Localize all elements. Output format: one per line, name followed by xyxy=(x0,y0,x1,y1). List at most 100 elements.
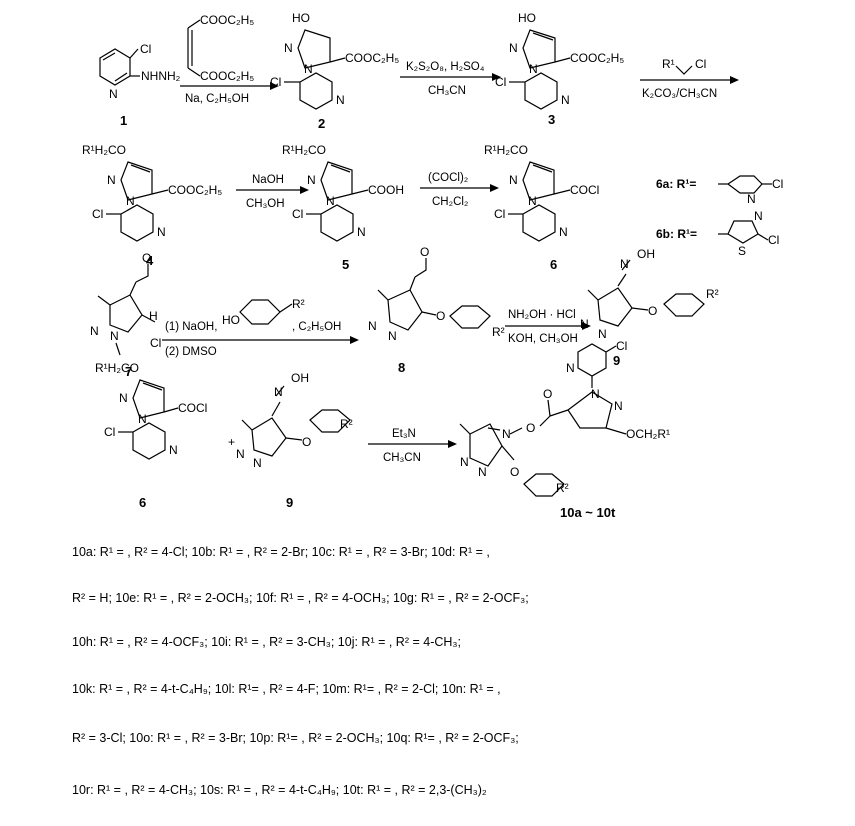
svg-text:Cl: Cl xyxy=(495,75,506,89)
svg-text:COCl: COCl xyxy=(570,183,599,197)
definition-6a: 6a: R¹= N Cl xyxy=(656,175,783,206)
plus-sign: + xyxy=(228,435,235,449)
svg-text:N: N xyxy=(509,41,518,55)
svg-text:R¹H₂CO: R¹H₂CO xyxy=(82,143,126,157)
svg-text:Cl: Cl xyxy=(92,207,103,221)
compound-9: OH N N N O R² 9 xyxy=(580,247,719,368)
svg-text:N: N xyxy=(502,427,511,441)
compound-9-reagent: OH N N N O R² 9 xyxy=(236,371,353,510)
svg-text:O: O xyxy=(302,435,311,449)
condition-step7a: NH₂OH · HCl xyxy=(508,309,576,321)
svg-text:R²: R² xyxy=(292,297,305,311)
svg-text:Cl: Cl xyxy=(616,339,627,353)
legend-line-5: R² = 3-Cl; 10o: R¹ = , R² = 3-Br; 10p: R… xyxy=(72,731,519,745)
svg-text:N: N xyxy=(110,329,119,343)
svg-text:N: N xyxy=(368,319,377,333)
svg-text:6: 6 xyxy=(550,257,557,272)
svg-text:OCH₂R¹: OCH₂R¹ xyxy=(626,427,670,441)
legend-line-6: 10r: R¹ = , R² = 4-CH₃; 10s: R¹ = , R² =… xyxy=(72,783,487,797)
svg-text:8: 8 xyxy=(398,360,405,375)
compound-8: O N N O R² 8 xyxy=(368,245,505,375)
svg-text:O: O xyxy=(420,245,429,259)
svg-text:COOH: COOH xyxy=(368,183,404,197)
svg-text:COOC₂H₅: COOC₂H₅ xyxy=(200,69,254,83)
legend-line-2: R² = H; 10e: R¹ = , R² = 2-OCH₃; 10f: R¹… xyxy=(72,591,529,605)
compound-10: N Cl N N OCH₂R¹ O O N N N O R² 10a ~ 10t xyxy=(459,339,670,520)
svg-text:N: N xyxy=(326,194,335,208)
alkyl-chloride: R¹ Cl xyxy=(662,57,706,75)
svg-text:Cl: Cl xyxy=(150,336,161,350)
svg-text:R¹H₂CO: R¹H₂CO xyxy=(282,143,326,157)
svg-text:N: N xyxy=(236,447,245,461)
svg-text:7: 7 xyxy=(125,364,132,379)
svg-text:N: N xyxy=(614,399,623,413)
compound-5: R¹H₂CO N N COOH Cl N 5 xyxy=(282,143,404,272)
svg-text:O: O xyxy=(648,304,657,318)
condition-step2b: CH₃CN xyxy=(428,85,466,97)
svg-text:Cl: Cl xyxy=(270,75,281,89)
legend-line-1: 10a: R¹ = , R² = 4-Cl; 10b: R¹ = , R² = … xyxy=(72,545,490,559)
svg-text:R¹H₂CO: R¹H₂CO xyxy=(484,143,528,157)
svg-text:HO: HO xyxy=(292,11,310,25)
svg-text:N: N xyxy=(754,209,763,223)
chloro-label: Cl xyxy=(140,42,151,56)
svg-text:N: N xyxy=(478,465,487,479)
svg-text:O: O xyxy=(510,465,519,479)
svg-text:N: N xyxy=(126,194,135,208)
svg-text:N: N xyxy=(620,257,629,271)
condition-step4a: NaOH xyxy=(252,174,284,186)
svg-text:6b: R¹=: 6b: R¹= xyxy=(656,227,697,241)
svg-text:N: N xyxy=(561,93,570,107)
svg-text:N: N xyxy=(388,329,397,343)
svg-text:6a: R¹=: 6a: R¹= xyxy=(656,177,696,191)
compound-6: R¹H₂CO N N COCl Cl N 6 xyxy=(484,143,599,272)
svg-text:Cl: Cl xyxy=(494,207,505,221)
condition-step5b: CH₂Cl₂ xyxy=(432,196,468,208)
compound-4: R¹H₂CO N N COOC₂H₅ Cl N 4 xyxy=(82,143,222,268)
condition-step6a: (1) NaOH, xyxy=(165,321,217,333)
hydrazine-label: NHNH₂ xyxy=(141,69,181,83)
svg-text:N: N xyxy=(580,317,589,331)
svg-text:9: 9 xyxy=(613,353,620,368)
compound-2: HO N N COOC₂H₅ Cl N 2 xyxy=(270,11,399,131)
svg-text:R²: R² xyxy=(706,287,719,301)
svg-text:Cl: Cl xyxy=(695,57,706,71)
svg-text:OH: OH xyxy=(291,371,309,385)
svg-text:N: N xyxy=(307,173,316,187)
svg-text:N: N xyxy=(253,456,262,470)
condition-step6c: , C₂H₅OH xyxy=(292,321,341,333)
compound-6-reagent: R¹H₂CO N N COCl Cl N 6 xyxy=(95,361,207,510)
svg-text:COOC₂H₅: COOC₂H₅ xyxy=(345,51,399,65)
svg-text:N: N xyxy=(566,361,575,375)
svg-text:HO: HO xyxy=(222,313,240,327)
definition-6b: 6b: R¹= N S Cl xyxy=(656,209,779,258)
condition-step5a: (COCl)₂ xyxy=(428,172,468,184)
svg-text:4: 4 xyxy=(146,253,154,268)
condition-step8b: CH₃CN xyxy=(383,452,421,464)
svg-text:N: N xyxy=(528,194,537,208)
svg-text:N: N xyxy=(529,62,538,76)
svg-text:5: 5 xyxy=(342,257,349,272)
svg-text:Cl: Cl xyxy=(104,425,115,439)
svg-text:O: O xyxy=(543,387,552,401)
legend-line-3: 10h: R¹ = , R² = 4-OCF₃; 10i: R¹ = , R² … xyxy=(72,635,461,649)
compound-1: Cl NHNH₂ N 1 xyxy=(99,42,181,128)
svg-text:HO: HO xyxy=(518,11,536,25)
pyridine-n-label: N xyxy=(109,87,118,101)
compound-3: HO N N COOC₂H₅ Cl N 3 xyxy=(495,11,624,127)
svg-text:3: 3 xyxy=(548,112,555,127)
diethyl-maleate: COOC₂H₅ COOC₂H₅ xyxy=(187,13,254,83)
svg-text:H: H xyxy=(149,309,158,323)
condition-step4b: CH₃OH xyxy=(246,198,285,210)
svg-text:O: O xyxy=(436,309,445,323)
compound-number: 1 xyxy=(120,113,127,128)
svg-text:N: N xyxy=(747,192,756,206)
svg-text:N: N xyxy=(107,173,116,187)
svg-text:9: 9 xyxy=(286,495,293,510)
svg-text:R¹H₂CO: R¹H₂CO xyxy=(95,361,139,375)
compound-7: O H N N Cl 7 xyxy=(90,251,161,379)
svg-text:N: N xyxy=(284,41,293,55)
svg-text:R²: R² xyxy=(556,481,569,495)
svg-text:6: 6 xyxy=(139,495,146,510)
condition-step8a: Et₃N xyxy=(392,428,416,440)
